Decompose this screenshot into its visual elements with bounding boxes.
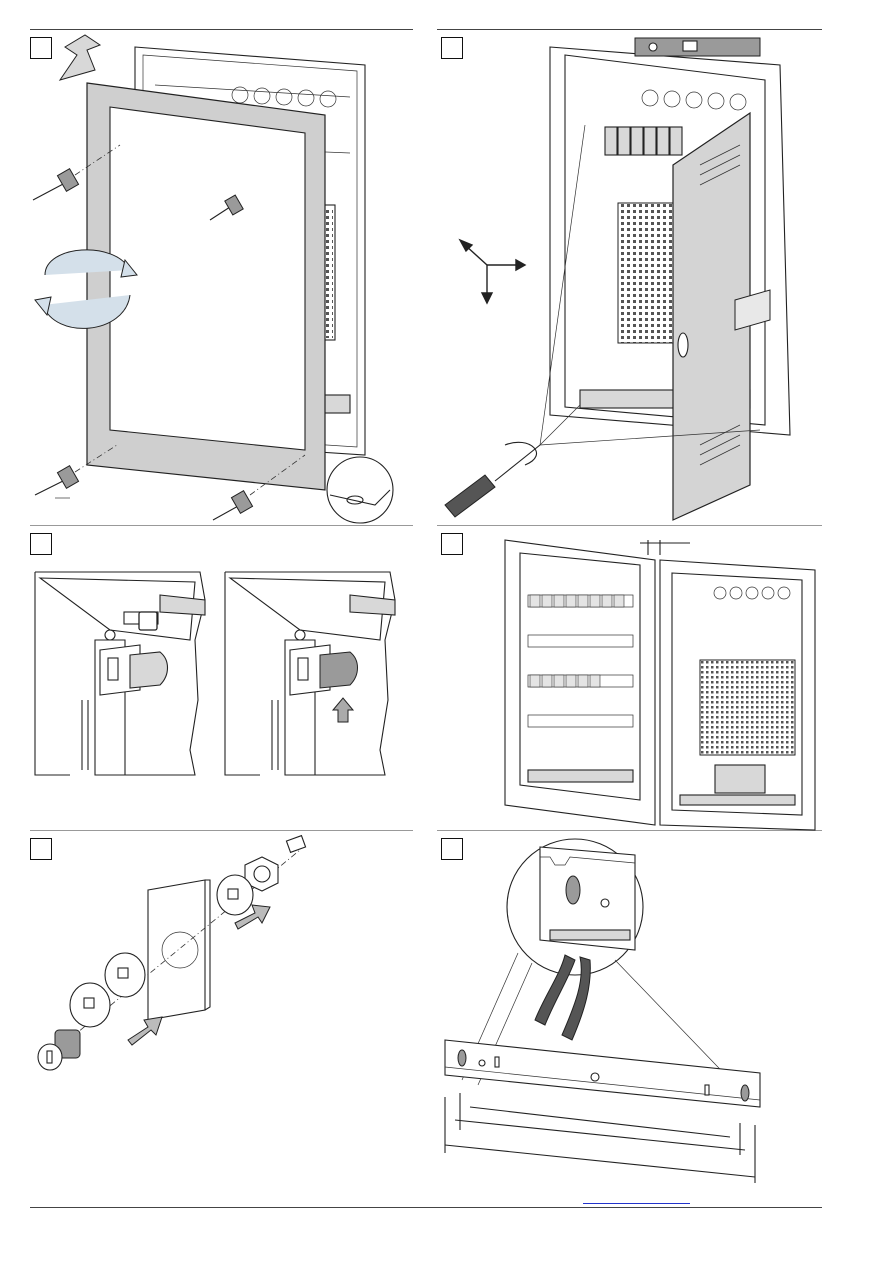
hinge-detail-drawing (30, 560, 410, 790)
illustration-step-5 (30, 835, 410, 1095)
footer-link[interactable] (583, 1191, 690, 1204)
row-rule-2-left (30, 830, 413, 831)
illustration-step-6 (440, 835, 820, 1180)
step-box-4 (441, 533, 463, 555)
lock-assembly-drawing (30, 835, 410, 1095)
step-box-3 (30, 533, 52, 555)
side-by-side-enclosures-drawing (500, 535, 830, 830)
illustration-step-3 (30, 560, 410, 790)
row-rule-1-left (30, 525, 413, 526)
illustration-step-1 (25, 35, 405, 525)
illustration-step-4 (500, 535, 830, 830)
rail-cutting-drawing (440, 835, 820, 1180)
door-adjustment-drawing (440, 35, 820, 525)
top-rule-left (30, 29, 413, 30)
row-rule-1-right (437, 525, 822, 526)
frame-mounting-drawing (25, 35, 405, 525)
row-rule-2-right (437, 830, 822, 831)
illustration-step-2 (440, 35, 820, 525)
top-rule-right (437, 29, 822, 30)
bottom-rule (30, 1207, 822, 1208)
